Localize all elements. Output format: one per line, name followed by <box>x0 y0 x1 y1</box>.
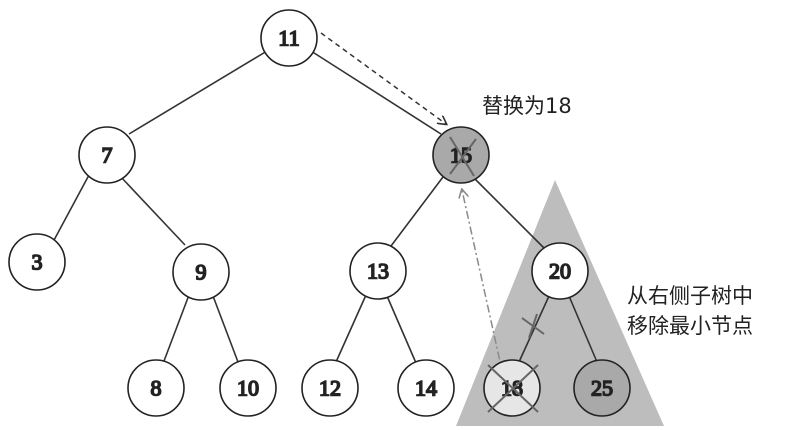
node-10: 10 <box>219 359 277 417</box>
edge-20-18 <box>518 295 550 363</box>
svg-text:3: 3 <box>32 250 43 275</box>
svg-text:8: 8 <box>151 376 162 401</box>
edge-11-7 <box>128 50 268 135</box>
edge-7-3 <box>52 174 90 243</box>
remove-annotation-line2: 移除最小节点 <box>627 314 753 338</box>
node-15-replaced: 15 <box>432 126 490 184</box>
node-7: 7 <box>78 126 136 184</box>
svg-text:11: 11 <box>278 26 299 51</box>
edge-7-9 <box>119 175 186 246</box>
edge-13-14 <box>386 295 417 364</box>
edge-cut-cross-icon <box>521 313 545 339</box>
node-20: 20 <box>531 242 589 300</box>
node-11: 11 <box>260 9 318 67</box>
svg-text:7: 7 <box>102 143 113 168</box>
tree-nodes: 11 7 15 3 9 13 20 <box>8 9 631 417</box>
edge-11-15 <box>310 50 442 135</box>
replaced-cross-icon <box>449 136 477 177</box>
node-12: 12 <box>301 359 359 417</box>
node-8: 8 <box>127 359 185 417</box>
node-25: 25 <box>573 359 631 417</box>
svg-text:10: 10 <box>237 376 259 401</box>
svg-text:9: 9 <box>196 260 207 285</box>
svg-text:25: 25 <box>591 376 613 401</box>
node-3: 3 <box>8 233 66 291</box>
svg-text:13: 13 <box>367 259 389 284</box>
edge-13-12 <box>335 294 367 363</box>
svg-text:20: 20 <box>549 259 571 284</box>
edge-15-13 <box>390 176 444 247</box>
replace-annotation: 替换为18 <box>482 94 572 118</box>
edge-9-8 <box>163 294 190 362</box>
edge-9-10 <box>212 295 239 363</box>
node-18-removed: 18 <box>483 359 541 417</box>
tree-edges <box>52 50 598 364</box>
edge-20-25 <box>568 295 598 363</box>
svg-text:12: 12 <box>319 376 341 401</box>
svg-text:14: 14 <box>415 376 437 401</box>
successor-move-arrow <box>462 190 504 376</box>
removed-cross-icon <box>487 364 539 413</box>
remove-annotation-line1: 从右侧子树中 <box>627 284 753 308</box>
node-13: 13 <box>349 242 407 300</box>
node-14: 14 <box>397 359 455 417</box>
node-9: 9 <box>172 243 230 301</box>
edge-15-20 <box>473 177 545 249</box>
replace-path-arrow <box>320 32 446 124</box>
